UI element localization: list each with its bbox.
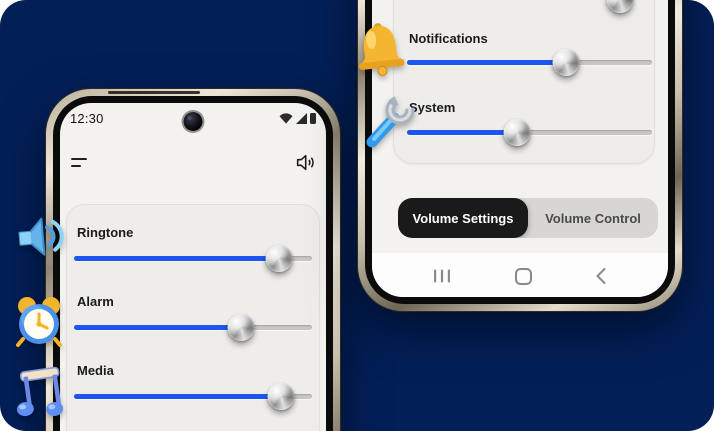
ringtone-slider[interactable] (74, 245, 312, 273)
navigation-bar (372, 253, 668, 297)
volume-settings-card: Ringtone Alarm (66, 204, 320, 431)
recents-icon[interactable] (430, 265, 454, 287)
media-slider-knob[interactable] (267, 383, 295, 410)
status-bar: 12:30 (60, 103, 326, 126)
ringtone-slider-knob[interactable] (265, 245, 293, 272)
battery-icon (310, 112, 316, 124)
system-slider[interactable] (407, 119, 652, 147)
alarm-clock-3d-emoji-icon (12, 294, 66, 355)
back-icon[interactable] (592, 264, 610, 288)
system-slider-knob[interactable] (503, 119, 531, 146)
ringtone-label: Ringtone (77, 225, 134, 240)
app-bar (60, 150, 326, 174)
music-note-3d-emoji-icon (10, 362, 68, 425)
speaker-volume-icon[interactable] (294, 151, 317, 174)
right-phone: Notifications System (357, 0, 683, 312)
cutoff-slider[interactable] (407, 0, 652, 14)
tab-volume-control[interactable]: Volume Control (545, 210, 641, 226)
menu-icon[interactable] (69, 156, 89, 169)
segmented-control: Volume Settings Volume Control (398, 198, 658, 238)
ringtone-slider-fill (74, 256, 279, 261)
volume-settings-card-right: Notifications System (393, 0, 655, 164)
alarm-label: Alarm (77, 294, 114, 309)
cutoff-slider-knob[interactable] (606, 0, 634, 13)
system-label: System (409, 100, 456, 115)
cellular-signal-icon (296, 112, 307, 124)
bell-3d-emoji-icon (354, 20, 406, 81)
alarm-slider-fill (74, 325, 241, 330)
ringtone-group: Ringtone (74, 225, 312, 273)
earpiece-slit (108, 91, 200, 94)
status-icons (279, 112, 316, 124)
alarm-slider[interactable] (74, 314, 312, 342)
alarm-group: Alarm (74, 294, 312, 342)
system-slider-fill (407, 130, 518, 135)
home-icon[interactable] (511, 264, 536, 289)
left-phone-screen: 12:30 (60, 103, 326, 431)
notifications-slider[interactable] (407, 49, 652, 77)
wrench-3d-emoji-icon (362, 92, 416, 155)
speaker-3d-emoji-icon (12, 210, 68, 271)
media-label: Media (77, 363, 114, 378)
alarm-slider-knob[interactable] (227, 314, 255, 341)
media-slider[interactable] (74, 383, 312, 411)
media-slider-fill (74, 394, 282, 399)
tab-volume-settings[interactable]: Volume Settings (398, 198, 528, 238)
wifi-icon (279, 112, 293, 124)
notifications-slider-knob[interactable] (552, 49, 580, 76)
left-phone: 12:30 (45, 88, 341, 431)
media-group: Media (74, 363, 312, 411)
status-time: 12:30 (70, 110, 104, 126)
right-phone-bezel: Notifications System (365, 0, 675, 304)
right-phone-frame: Notifications System (357, 0, 683, 312)
left-phone-bezel: 12:30 (53, 96, 333, 431)
notifications-slider-fill (407, 60, 567, 65)
front-camera (183, 112, 203, 131)
notifications-label: Notifications (409, 31, 488, 46)
left-phone-frame: 12:30 (45, 88, 341, 431)
right-phone-screen: Notifications System (372, 0, 668, 297)
